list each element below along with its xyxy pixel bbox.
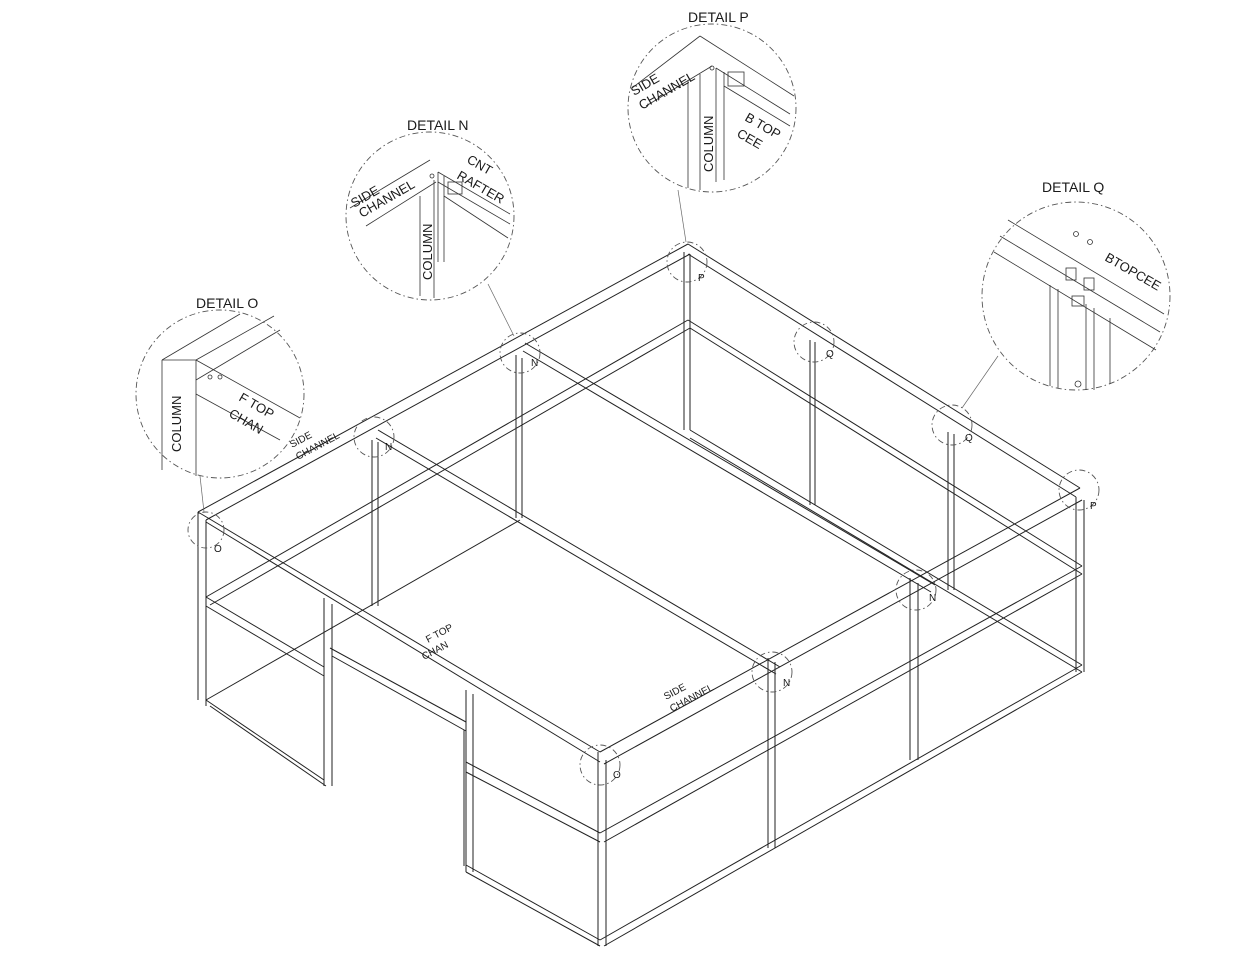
marker-n3: N — [929, 593, 936, 604]
frame-structure — [197, 243, 1085, 947]
marker-o2: O — [613, 770, 621, 781]
joint-letters: O N N P Q Q P N N O — [214, 273, 1097, 781]
frame-labels: SIDE CHANNEL F TOP CHAN SIDE CHANNEL — [288, 430, 716, 715]
ftop-label-2: CHAN — [420, 640, 450, 663]
marker-n2: N — [531, 358, 538, 369]
detail-o-title: DETAIL O — [196, 295, 258, 311]
leader-lines — [199, 189, 999, 513]
detail-p: DETAIL P SIDE CHANNEL COLUMN B TOP CEE — [627, 9, 797, 193]
detail-q: DETAIL Q BTOPCEE — [981, 179, 1171, 391]
marker-q1: Q — [826, 349, 834, 360]
detail-p-column: COLUMN — [701, 116, 716, 172]
detail-q-part1: BTOPCEE — [1103, 250, 1164, 294]
detail-p-title: DETAIL P — [688, 9, 749, 25]
marker-o1: O — [214, 544, 222, 555]
marker-p2: P — [1090, 501, 1097, 512]
detail-n: DETAIL N SIDE CHANNEL COLUMN CNT RAFTER — [345, 117, 515, 301]
detail-n-title: DETAIL N — [407, 117, 468, 133]
marker-n4: N — [783, 678, 790, 689]
detail-q-title: DETAIL Q — [1042, 179, 1104, 195]
marker-q2: Q — [965, 433, 973, 444]
detail-o-column: COLUMN — [169, 396, 184, 452]
joint-markers — [187, 241, 1100, 786]
marker-n1: N — [385, 442, 392, 453]
marker-p1: P — [698, 273, 705, 284]
detail-n-column: COLUMN — [420, 224, 435, 280]
detail-o: DETAIL O COLUMN F TOP CHAN — [135, 295, 305, 479]
